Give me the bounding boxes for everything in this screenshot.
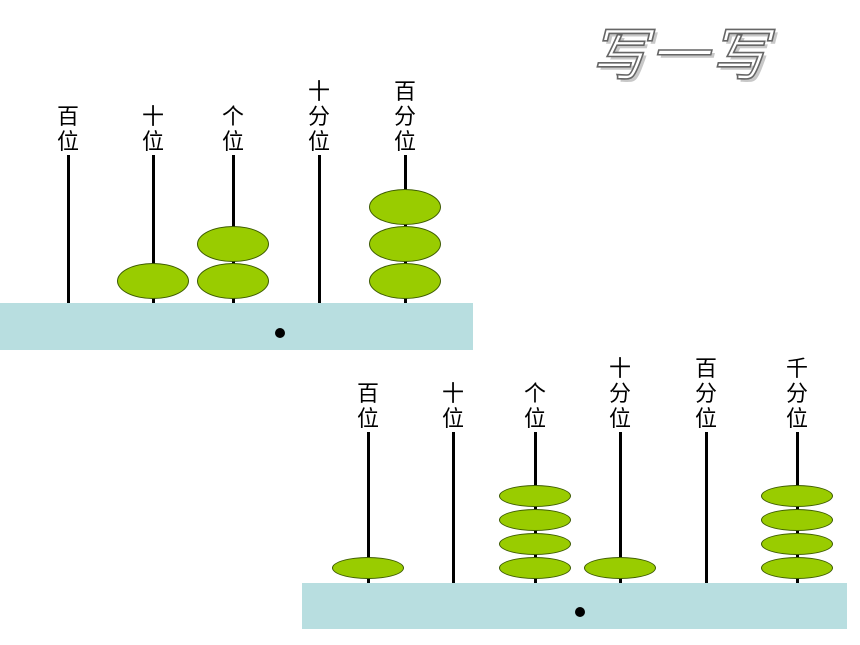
place-value-label: 百分位 bbox=[691, 357, 721, 432]
place-value-label: 千分位 bbox=[782, 357, 812, 432]
abacus-top: 百位 十位个位 十分位 百分位 bbox=[0, 0, 480, 360]
abacus-bead bbox=[332, 557, 404, 579]
abacus-rod bbox=[151, 110, 155, 303]
abacus-bead bbox=[761, 485, 833, 507]
abacus-rod bbox=[66, 110, 70, 303]
abacus-rod bbox=[317, 85, 321, 303]
abacus-rod bbox=[618, 362, 622, 583]
abacus-rod bbox=[231, 110, 235, 303]
abacus-bead bbox=[499, 509, 571, 531]
abacus-bead bbox=[584, 557, 656, 579]
place-value-label: 十位 bbox=[138, 105, 168, 155]
abacus-bead bbox=[197, 263, 269, 299]
abacus-base bbox=[0, 303, 473, 350]
place-value-label: 十分位 bbox=[304, 80, 334, 155]
place-value-label: 个位 bbox=[520, 382, 550, 432]
place-value-label: 百位 bbox=[53, 105, 83, 155]
abacus-bead bbox=[499, 485, 571, 507]
abacus-bead bbox=[369, 226, 441, 262]
abacus-bead bbox=[117, 263, 189, 299]
place-value-label: 百分位 bbox=[390, 80, 420, 155]
place-value-label: 百位 bbox=[353, 382, 383, 432]
abacus-bead bbox=[761, 533, 833, 555]
abacus-rod bbox=[795, 362, 799, 583]
abacus-bead bbox=[369, 263, 441, 299]
place-value-label: 个位 bbox=[218, 105, 248, 155]
abacus-bead bbox=[499, 533, 571, 555]
abacus-bead bbox=[197, 226, 269, 262]
place-value-label: 十位 bbox=[438, 382, 468, 432]
abacus-bead bbox=[761, 557, 833, 579]
abacus-base bbox=[302, 583, 847, 629]
abacus-bead bbox=[761, 509, 833, 531]
abacus-rod bbox=[366, 387, 370, 583]
place-value-label: 十分位 bbox=[605, 357, 635, 432]
page-title: 写一写 bbox=[589, 20, 771, 90]
abacus-rod bbox=[451, 387, 455, 583]
abacus-bottom: 百位 十位 个位 十分位 百分位 千分位 bbox=[300, 330, 860, 640]
abacus-rod bbox=[704, 362, 708, 583]
decimal-point bbox=[275, 328, 285, 338]
decimal-point bbox=[575, 607, 585, 617]
abacus-bead bbox=[369, 189, 441, 225]
abacus-bead bbox=[499, 557, 571, 579]
